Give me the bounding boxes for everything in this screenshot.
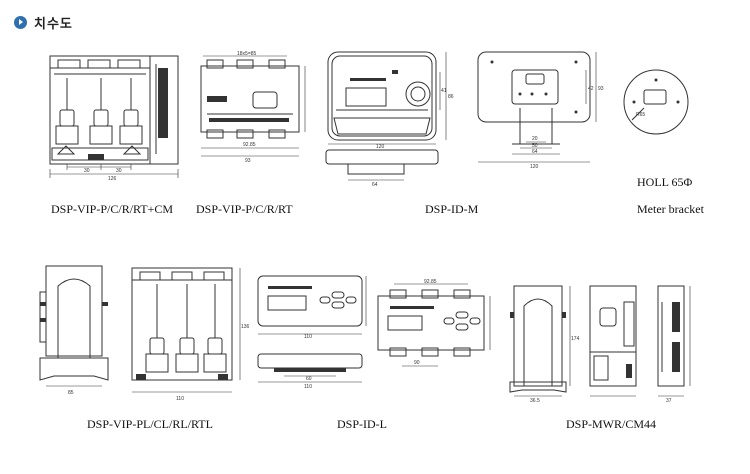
svg-text:30: 30 bbox=[84, 168, 90, 174]
caption-meter-bracket: Meter bracket bbox=[637, 202, 704, 216]
svg-text:30: 30 bbox=[116, 168, 122, 174]
svg-text:41: 41 bbox=[441, 88, 447, 94]
svg-text:92.85: 92.85 bbox=[424, 279, 437, 285]
svg-text:86: 86 bbox=[448, 94, 454, 100]
svg-text:18x5=85: 18x5=85 bbox=[237, 51, 257, 57]
svg-text:93: 93 bbox=[245, 158, 251, 164]
vip-cm-front-drawing: 30 30 126 bbox=[44, 50, 184, 182]
svg-text:36.5: 36.5 bbox=[530, 398, 540, 404]
mwr-side-drawing: 36.5 174 bbox=[508, 282, 580, 404]
vip-top-drawing: 18x5=85 92.85 93 bbox=[193, 51, 311, 164]
circle-arrow-icon bbox=[14, 15, 27, 29]
caption-holl: HOLL 65Φ bbox=[637, 175, 693, 189]
vip-pl-front-drawing: 110 136 bbox=[128, 264, 250, 402]
caption-mwr: DSP-MWR/CM44 bbox=[566, 417, 657, 431]
svg-text:126: 126 bbox=[108, 176, 117, 182]
id-m-drawing: 120 64 86 41 bbox=[322, 48, 454, 188]
section-header: 치수도 bbox=[14, 12, 73, 32]
svg-text:120: 120 bbox=[376, 144, 385, 150]
svg-text:42: 42 bbox=[588, 86, 594, 92]
svg-text:110: 110 bbox=[176, 396, 184, 402]
vip-pl-side-drawing: 85 bbox=[36, 262, 118, 396]
id-l-drawing: 110 60 110 bbox=[254, 272, 372, 390]
mwr-narrow-drawing: 37 bbox=[654, 282, 698, 404]
svg-text:110: 110 bbox=[304, 384, 312, 390]
caption-vip-pl: DSP-VIP-PL/CL/RL/RTL bbox=[87, 417, 213, 431]
svg-text:R65: R65 bbox=[636, 112, 645, 118]
holl-circle-drawing: R65 bbox=[620, 64, 700, 144]
svg-text:92.85: 92.85 bbox=[243, 142, 256, 148]
svg-text:20: 20 bbox=[532, 136, 538, 142]
svg-text:90: 90 bbox=[414, 360, 420, 366]
svg-text:64: 64 bbox=[372, 182, 378, 188]
svg-text:60: 60 bbox=[306, 376, 312, 382]
svg-text:37: 37 bbox=[666, 398, 672, 404]
svg-text:120: 120 bbox=[530, 164, 539, 170]
svg-text:85: 85 bbox=[68, 390, 74, 396]
svg-text:50: 50 bbox=[532, 143, 538, 149]
svg-text:174: 174 bbox=[571, 336, 580, 342]
svg-text:93: 93 bbox=[598, 86, 604, 92]
caption-id-l: DSP-ID-L bbox=[337, 417, 387, 431]
svg-text:136: 136 bbox=[241, 324, 250, 330]
caption-vip-cm: DSP-VIP-P/C/R/RT+CM bbox=[51, 202, 174, 216]
svg-text:64: 64 bbox=[532, 149, 538, 155]
caption-id-m: DSP-ID-M bbox=[425, 202, 479, 216]
svg-text:110: 110 bbox=[304, 334, 312, 340]
caption-vip: DSP-VIP-P/C/R/RT bbox=[196, 202, 293, 216]
page-title: 치수도 bbox=[34, 16, 73, 32]
mwr-front-drawing bbox=[584, 282, 650, 404]
id-l-top-drawing: 92.85 90 bbox=[372, 279, 496, 380]
meter-bracket-drawing: 20 50 64 120 42 93 bbox=[472, 48, 604, 170]
